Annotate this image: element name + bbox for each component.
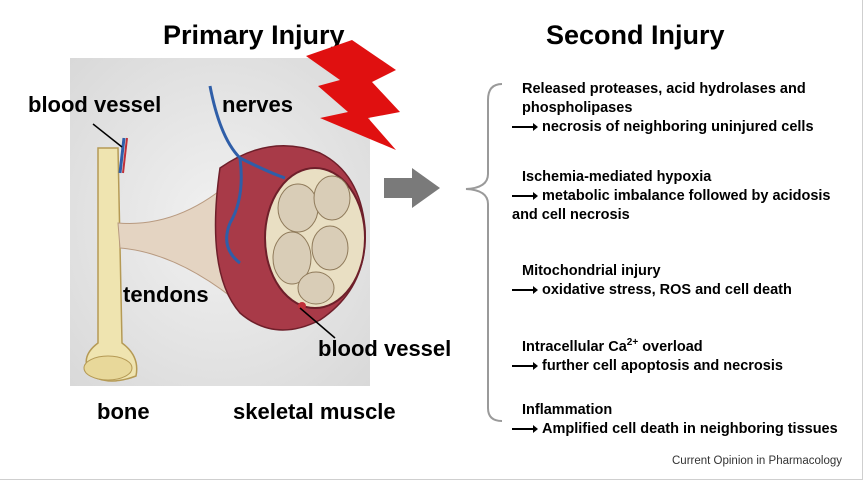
right-arrow-icon	[512, 126, 534, 128]
entry-cause: Mitochondrial injury	[522, 262, 792, 281]
entry-cause: Released proteases, acid hydrolases and …	[522, 80, 832, 118]
entry-result: metabolic imbalance followed by acidosis…	[512, 188, 830, 223]
entry-proteases: Released proteases, acid hydrolases and …	[522, 80, 832, 137]
lightning-bolt-icon	[306, 40, 400, 150]
right-arrow-icon	[512, 365, 534, 367]
entry-result: Amplified cell death in neighboring tiss…	[542, 421, 838, 437]
entry-inflammation: Inflammation Amplified cell death in nei…	[522, 401, 838, 439]
superscript: 2+	[627, 337, 638, 348]
entry-calcium: Intracellular Ca2+ overload further cell…	[522, 333, 783, 376]
right-arrow-icon	[512, 195, 534, 197]
right-arrow-icon	[512, 289, 534, 291]
brace-icon	[466, 84, 502, 421]
entry-result: oxidative stress, ROS and cell death	[542, 282, 792, 298]
entry-cause: Ischemia-mediated hypoxia	[522, 168, 842, 187]
source-credit: Current Opinion in Pharmacology	[672, 455, 842, 467]
pointer-line-bottom	[300, 308, 335, 338]
entry-result: further cell apoptosis and necrosis	[542, 358, 783, 374]
entry-cause: Inflammation	[522, 401, 838, 420]
entry-cause-post: overload	[638, 339, 702, 355]
entry-result: necrosis of neighboring uninjured cells	[542, 119, 814, 135]
right-arrow-icon	[384, 168, 440, 208]
entry-ischemia: Ischemia-mediated hypoxia metabolic imba…	[522, 168, 842, 225]
entry-mitochondrial: Mitochondrial injury oxidative stress, R…	[522, 262, 792, 300]
right-arrow-icon	[512, 428, 534, 430]
entry-cause: Intracellular Ca	[522, 339, 627, 355]
pointer-line-top	[93, 124, 122, 147]
